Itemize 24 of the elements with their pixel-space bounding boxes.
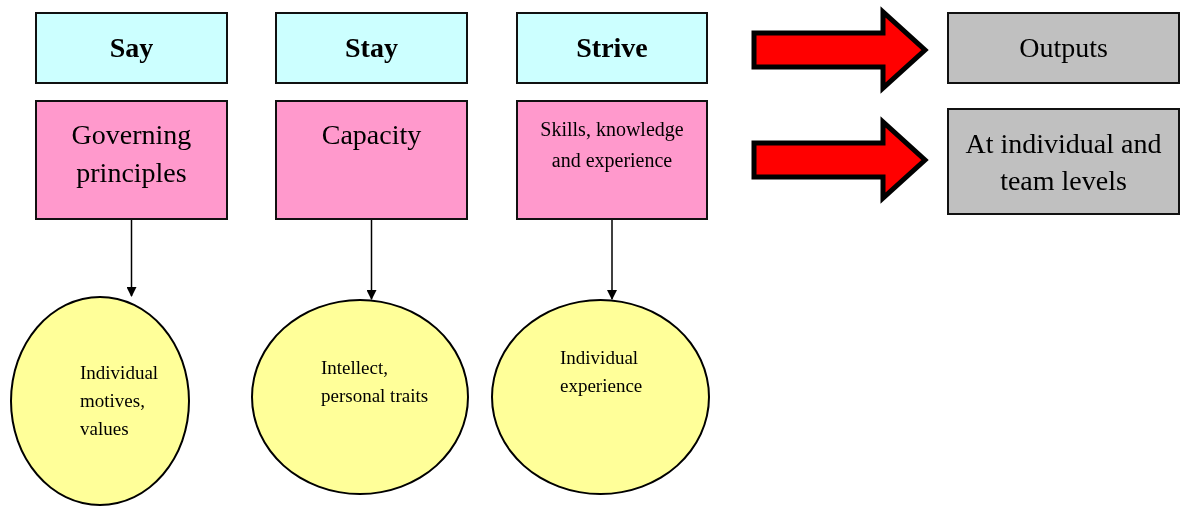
output-box bbox=[947, 12, 1180, 84]
node-text: At individual and team levels bbox=[964, 126, 1163, 198]
node-text: Skills, knowledge and experience bbox=[539, 117, 685, 174]
heading-box bbox=[35, 12, 228, 84]
block-arrow bbox=[751, 116, 929, 204]
process-box bbox=[516, 100, 708, 220]
node-text: Outputs bbox=[1019, 31, 1108, 65]
process-box bbox=[35, 100, 228, 220]
node-text: Capacity bbox=[321, 118, 422, 152]
node-text: Intellect, personal traits bbox=[321, 356, 430, 408]
arrow bbox=[126, 219, 137, 297]
heading-box bbox=[275, 12, 468, 84]
node-text: Strive bbox=[576, 31, 648, 65]
output-box bbox=[947, 108, 1180, 215]
node-text: Individual motives, values bbox=[80, 361, 160, 441]
block-arrow bbox=[751, 6, 929, 94]
node-text: Stay bbox=[345, 31, 398, 65]
node-text: Governing principles bbox=[70, 118, 193, 190]
node-text: Individual experience bbox=[560, 346, 644, 398]
process-box bbox=[275, 100, 468, 220]
heading-box bbox=[516, 12, 708, 84]
arrow bbox=[607, 219, 617, 300]
node-text: Say bbox=[109, 31, 154, 65]
arrow bbox=[366, 219, 377, 300]
